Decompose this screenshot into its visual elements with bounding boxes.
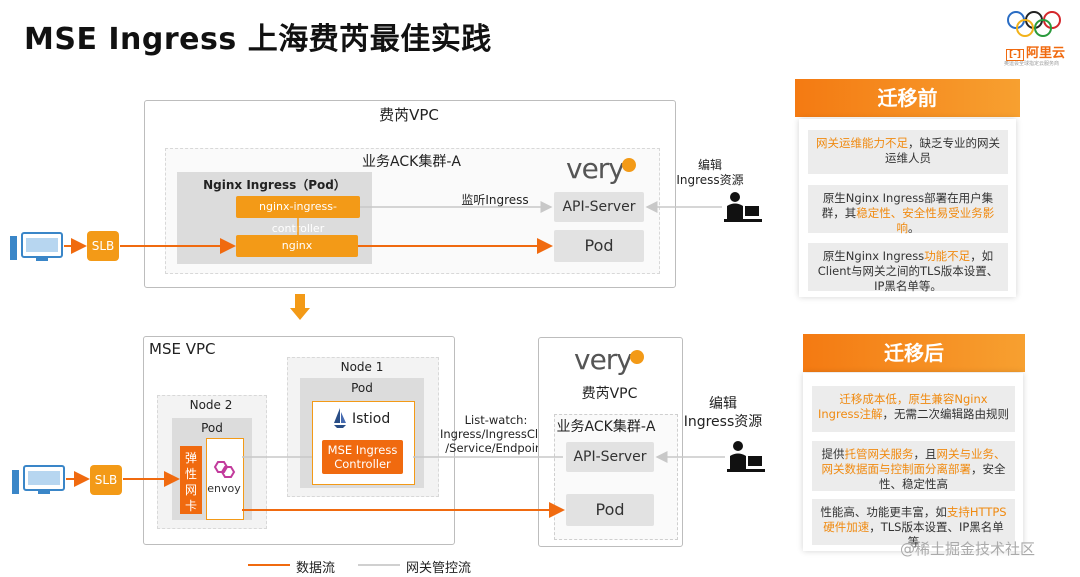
node2-label: Node 2: [189, 398, 233, 412]
very-logo-bottom: very: [574, 343, 633, 376]
legend-data-flow: 数据流: [296, 561, 336, 576]
nginx-box: nginx: [236, 235, 358, 257]
before-card-2: 原生Nginx Ingress部署在用户集群，其稳定性、安全性易受业务影响。: [808, 185, 1008, 235]
eni-box: 弹性网卡: [180, 446, 202, 514]
top-cluster-label: 业务ACK集群-A: [362, 154, 461, 170]
envoy-label: envoy: [207, 482, 241, 495]
list-watch-label: List-watch:Ingress/IngressClass/Service/…: [440, 413, 558, 455]
bottom-pod-box: Pod: [566, 494, 654, 526]
node1-label: Node 1: [340, 360, 384, 374]
node1-pod-label: Pod: [351, 381, 373, 395]
after-header: 迁移后: [803, 334, 1025, 372]
top-api-server-box: API-Server: [554, 192, 644, 222]
node2-pod-label: Pod: [201, 421, 223, 435]
top-vpc-label: 费芮VPC: [379, 106, 439, 124]
before-card-3: 原生Nginx Ingress功能不足，如Client与网关之间的TLS版本设置…: [808, 243, 1008, 293]
after-card-1: 迁移成本低，原生兼容Nginx Ingress注解，无需二次编辑路由规则: [812, 386, 1015, 432]
very-logo-dot-icon: [622, 158, 636, 172]
istio-sail-icon: [332, 407, 348, 433]
very-logo-top: very: [566, 152, 625, 185]
legend-control-flow: 网关管控流: [406, 561, 472, 576]
right-vpc-label: 费芮VPC: [581, 386, 638, 402]
before-header: 迁移前: [795, 79, 1020, 117]
envoy-icon: [212, 460, 238, 484]
envoy-box: [206, 438, 244, 520]
brand-text: [-]阿里云: [1006, 42, 1065, 61]
after-card-3: 性能高、功能更丰富，如支持HTTPS硬件加速，TLS版本设置、IP黑名单等: [812, 499, 1015, 549]
after-card-2: 提供托管网关服务，且网关与业务、网关数据面与控制面分离部署，安全性、稳定性高: [812, 441, 1015, 491]
bottom-slb-box: SLB: [90, 465, 122, 495]
istiod-label: Istiod: [352, 411, 391, 427]
before-card-1: 网关运维能力不足，缺乏专业的网关运维人员: [808, 130, 1008, 174]
page-title: MSE Ingress 上海费芮最佳实践: [24, 22, 492, 57]
top-slb-box: SLB: [87, 231, 119, 261]
right-cluster-label: 业务ACK集群-A: [556, 419, 656, 435]
watermark: @稀土掘金技术社区: [900, 540, 1036, 558]
brand-tagline: 奥运会全球指定云服务商: [1004, 61, 1060, 67]
top-operator-icon: [724, 192, 762, 222]
bottom-client-computer-icon: [12, 465, 65, 494]
top-client-computer-icon: [10, 232, 63, 261]
migration-down-arrow: [290, 294, 310, 320]
olympic-rings-icon: [1007, 11, 1061, 37]
alibaba-cloud-logo: [-]阿里云 奥运会全球指定云服务商: [1000, 6, 1072, 68]
mse-vpc-label: MSE VPC: [149, 340, 216, 358]
nginx-ingress-pod-label: Nginx Ingress（Pod）: [203, 178, 346, 192]
top-pod-box: Pod: [554, 230, 644, 262]
very-logo-bottom-dot-icon: [630, 350, 644, 364]
bottom-api-server-box: API-Server: [566, 442, 654, 472]
top-watch-label: 监听Ingress: [461, 193, 529, 207]
bottom-operator-icon: [727, 441, 765, 472]
